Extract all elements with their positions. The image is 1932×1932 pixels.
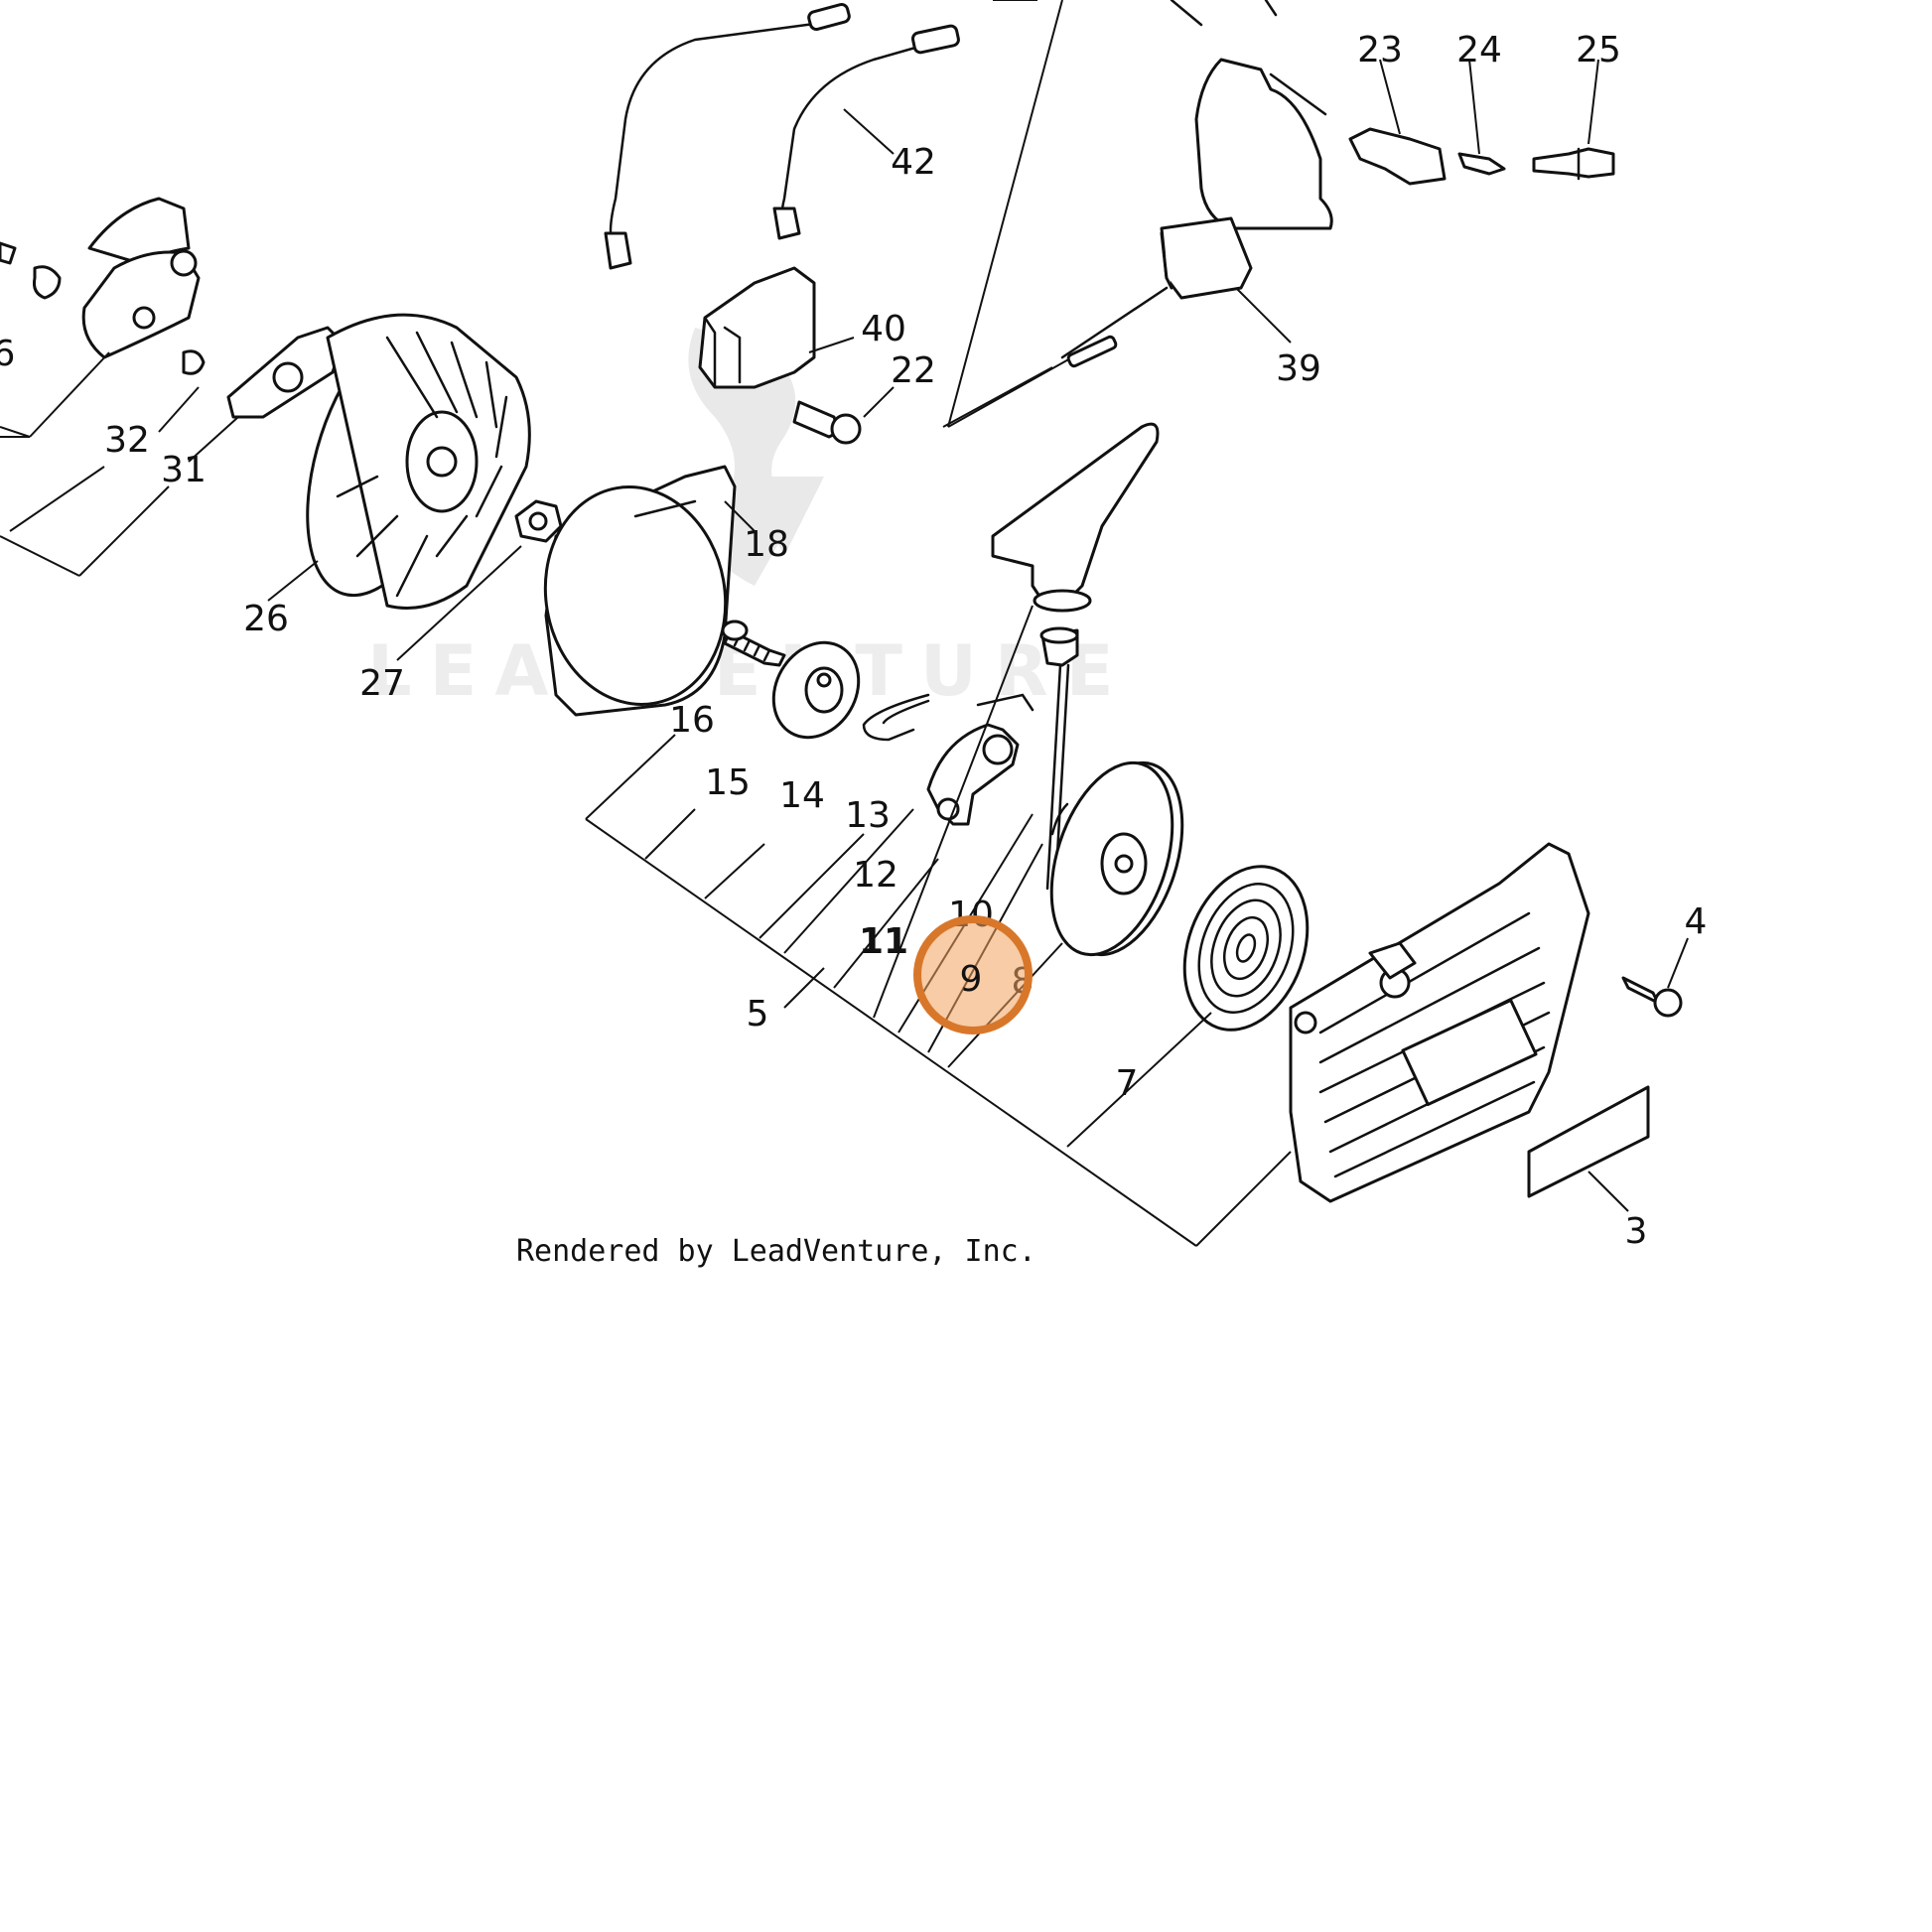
nut-27 (396, 499, 563, 661)
flange-31 (226, 326, 345, 419)
screw-4 (1621, 937, 1689, 1018)
callout-25: 25 (1576, 30, 1621, 70)
callout-23: 23 (1357, 30, 1403, 70)
callout-26: 26 (243, 599, 289, 639)
callout-7: 7 (1116, 1063, 1139, 1104)
spring-7 (1182, 865, 1310, 1032)
callout-18: 18 (744, 524, 789, 565)
callout-3: 3 (1625, 1211, 1648, 1252)
starter-handle-11 (991, 422, 1160, 613)
callout-42: 42 (891, 142, 936, 183)
callout-6: 6 (0, 334, 15, 374)
callout-14: 14 (779, 775, 825, 816)
hotspot-circle[interactable] (913, 915, 1033, 1035)
fuel-line-part (1170, 0, 1333, 230)
spring-clip-24 (1457, 59, 1506, 176)
clip-14 (862, 693, 930, 742)
callout-4: 4 (1685, 901, 1708, 942)
callout-16: 16 (669, 700, 715, 741)
label-3 (1527, 1085, 1650, 1212)
callout-32: 32 (104, 420, 150, 461)
screw-22 (792, 386, 895, 445)
callout-13: 13 (845, 795, 891, 836)
callout-31: 31 (161, 450, 207, 490)
spark-plug-boot-23 (1348, 59, 1447, 186)
callout-24: 24 (1456, 30, 1502, 70)
housing-18 (543, 465, 756, 717)
hotspot-9[interactable]: 9 (913, 915, 1033, 1035)
ignition-coil-39 (942, 216, 1292, 428)
clutch-shoes (0, 197, 206, 438)
module-40 (698, 266, 855, 389)
callout-27: 27 (359, 663, 405, 704)
bracket-lines-top (947, 0, 1073, 428)
washer-15 (771, 640, 861, 740)
grommet-10 (1039, 626, 1079, 667)
callout-15: 15 (705, 762, 751, 803)
leaders-31-32 (0, 351, 239, 577)
callout-22: 22 (891, 350, 936, 391)
callout-9[interactable]: 9 (960, 959, 983, 1000)
credit-text: Rendered by LeadVenture, Inc. (516, 1234, 1036, 1269)
leader-42-wires (604, 2, 960, 270)
starter-cover-5 (1289, 842, 1590, 1203)
callout-5: 5 (747, 994, 769, 1035)
callout-12: 12 (853, 855, 898, 896)
callout-11: 11 (859, 921, 908, 962)
pulley-8 (1049, 760, 1184, 957)
pawl-13 (926, 693, 1035, 826)
callout-39: 39 (1276, 348, 1321, 389)
spark-plug-25 (1532, 59, 1615, 181)
bolt-16 (721, 620, 786, 667)
flywheel-26 (267, 313, 531, 610)
callout-40: 40 (861, 309, 906, 349)
